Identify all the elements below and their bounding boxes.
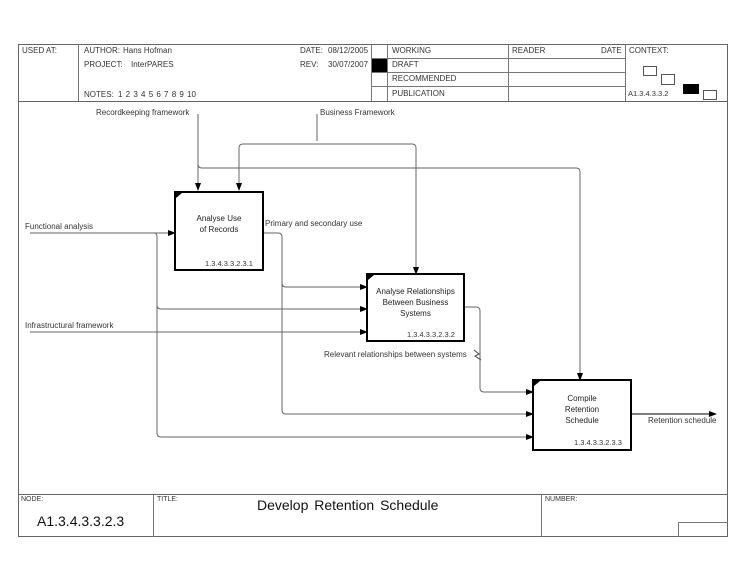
author-label: AUTHOR:: [84, 46, 120, 55]
diagram-title: Develop Retention Schedule: [257, 497, 439, 513]
number-subbox: [678, 522, 728, 537]
node-label: NODE:: [21, 496, 44, 503]
reader-date-label: DATE: [601, 46, 622, 55]
context-label: CONTEXT:: [629, 46, 669, 55]
arrow-functional-to-box3: [156, 305, 534, 440]
arrow-business-to-box1: [236, 143, 317, 191]
arrow-primary-use-to-box3: [281, 283, 534, 417]
node-value: A1.3.4.3.3.2.3: [37, 513, 125, 529]
label-retention-schedule: Retention schedule: [648, 416, 717, 425]
box3-title-line: Compile: [567, 394, 597, 403]
status-working: WORKING: [392, 46, 432, 55]
project-label: PROJECT:: [84, 60, 123, 69]
box2-title-line: Systems: [400, 309, 431, 318]
box1-title: Analyse Use of Records: [175, 213, 263, 235]
box1-number: 1.3.4.3.3.2.3.1: [205, 259, 253, 268]
arrow-primary-use-to-box2: [263, 232, 368, 290]
idef0-frame: [18, 44, 728, 537]
arrow-recordkeeping-to-box3: [197, 163, 583, 381]
rev-label: REV:: [300, 60, 319, 69]
used-at-label: USED AT:: [22, 46, 57, 55]
label-relevant-relationships: Relevant relationships between systems: [324, 350, 467, 359]
project-value: InterPARES: [131, 60, 174, 69]
label-recordkeeping-framework: Recordkeeping framework: [96, 108, 190, 117]
box2-title-line: Analyse Relationships: [376, 287, 455, 296]
box2-title: Analyse Relationships Between Business S…: [367, 286, 464, 319]
context-box-4: [703, 90, 717, 100]
context-node: A1.3.4.3.3.2: [628, 89, 669, 98]
label-infrastructural-framework: Infrastructural framework: [25, 321, 114, 330]
context-box-2: [661, 74, 675, 85]
rev-value: 30/07/2007: [328, 60, 369, 69]
activity-box-1[interactable]: [174, 191, 264, 271]
box1-title-line: of Records: [199, 225, 239, 234]
draft-selected-marker: [372, 59, 387, 72]
arrow-relationships-to-box3: [464, 306, 534, 395]
status-draft: DRAFT: [392, 60, 419, 69]
squiggle-icon: [473, 349, 482, 361]
status-publication: PUBLICATION: [392, 89, 445, 98]
label-business-framework: Business Framework: [320, 108, 395, 117]
reader-label: READER: [512, 46, 546, 55]
box3-title-line: Schedule: [565, 416, 599, 425]
label-primary-secondary-use: Primary and secondary use: [265, 219, 363, 228]
box-corner-icon: [534, 381, 540, 386]
date-label: DATE:: [300, 46, 323, 55]
context-box-1: [643, 66, 657, 76]
notes-label: NOTES:: [84, 90, 114, 99]
arrow-business-to-box2: [317, 143, 419, 275]
title-label: TITLE:: [157, 496, 179, 503]
box-corner-icon: [176, 193, 182, 198]
box3-title-line: Retention: [564, 405, 600, 414]
date-value: 08/12/2005: [328, 46, 369, 55]
number-label: NUMBER:: [545, 496, 578, 503]
box2-number: 1.3.4.3.3.2.3.2: [407, 330, 455, 339]
activity-box-2[interactable]: [366, 273, 465, 342]
author-value: Hans Hofman: [123, 46, 172, 55]
box-corner-icon: [368, 275, 374, 280]
box1-title-line: Analyse Use: [196, 214, 242, 223]
context-box-current: [683, 84, 699, 94]
activity-box-3[interactable]: [532, 379, 632, 451]
notes-value: 1 2 3 4 5 6 7 8 9 10: [118, 90, 196, 99]
label-functional-analysis: Functional analysis: [25, 222, 94, 231]
box3-number: 1.3.4.3.3.2.3.3: [574, 438, 622, 447]
status-recommended: RECOMMENDED: [392, 74, 457, 83]
box3-title: Compile Retention Schedule: [533, 393, 631, 426]
box2-title-line: Between Business: [382, 298, 449, 307]
